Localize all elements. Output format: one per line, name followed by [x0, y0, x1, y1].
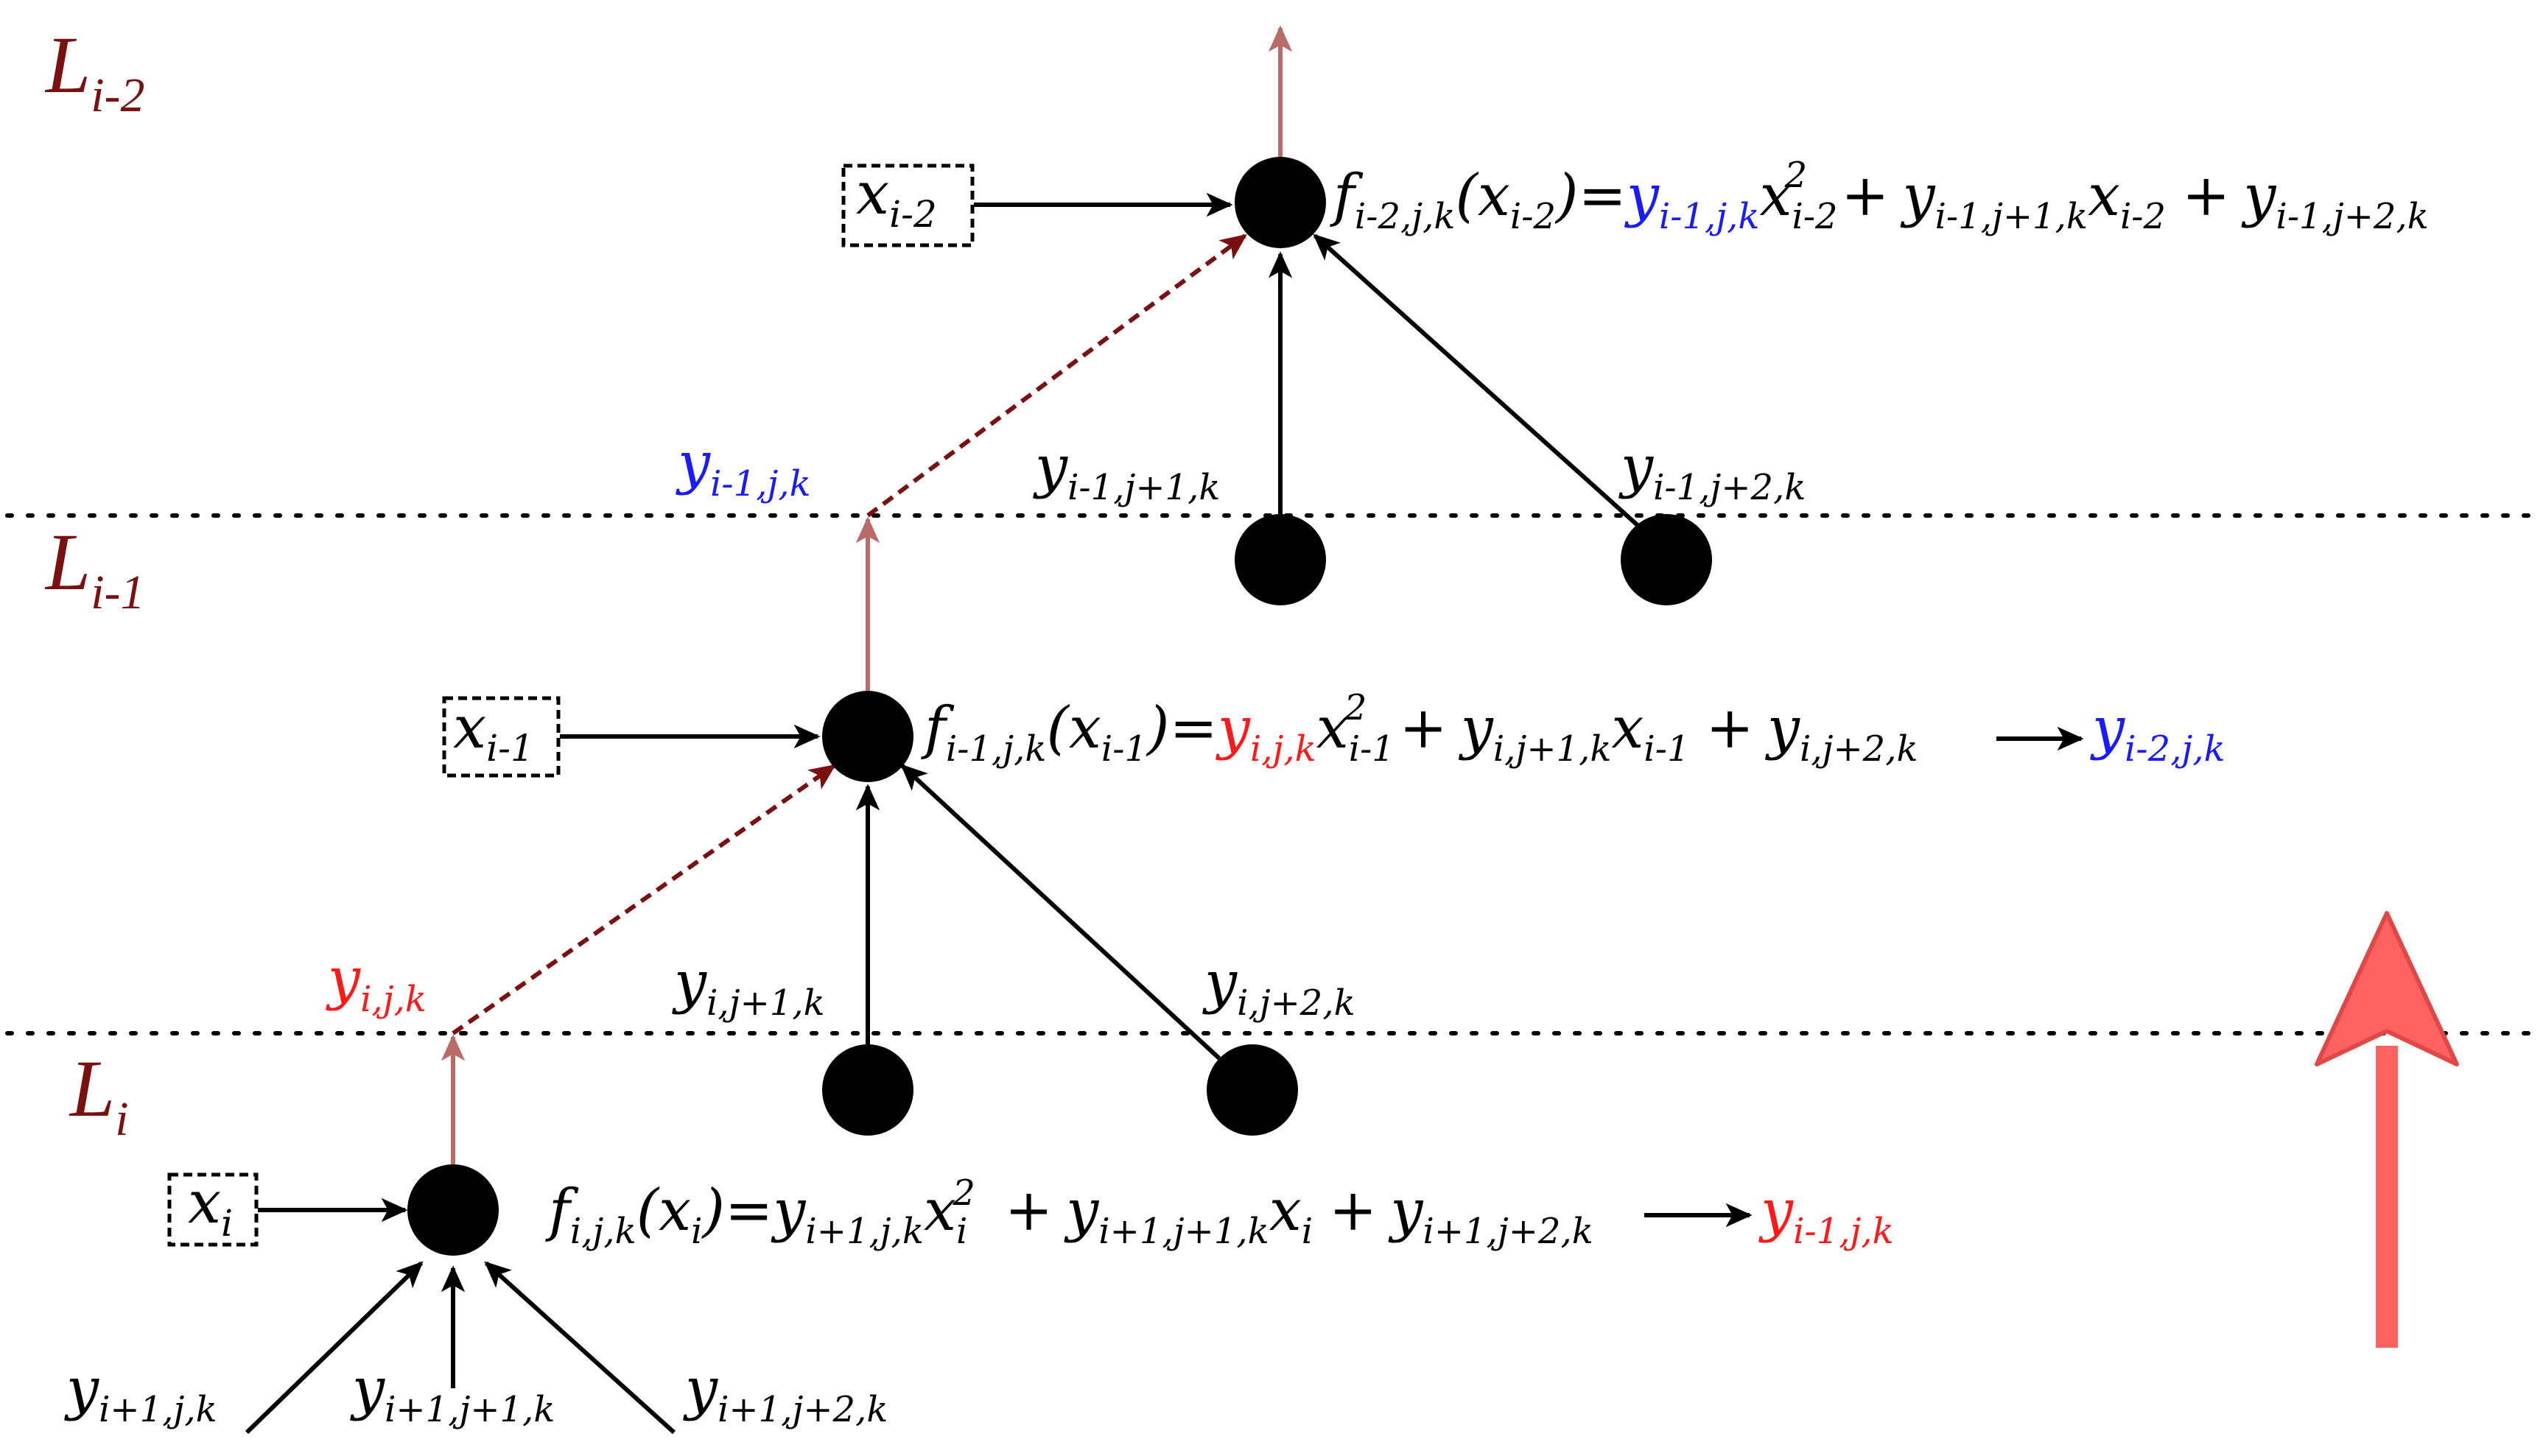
edge-dashed-to-top	[866, 233, 1247, 518]
label-y-ij1k: yi,j+1,k	[672, 949, 825, 1024]
node-top	[1235, 157, 1326, 248]
edge-dashed-to-middle	[452, 764, 836, 1035]
label-y-ij2k: yi,j+2,k	[1202, 949, 1355, 1024]
input-x-i-2: xi-2	[856, 159, 937, 236]
input-box-x-i-2	[841, 163, 975, 247]
level-label-bottom: Li	[69, 1044, 129, 1146]
level-label-top: Li-2	[44, 20, 145, 122]
label-y-i1jk: yi+1,j,k	[64, 1356, 217, 1430]
label-y-i1j2k: yi+1,j+2,k	[683, 1356, 888, 1430]
node-middle	[822, 691, 913, 782]
input-x-i-1: xi-1	[453, 693, 534, 770]
label-y-i1jk-blue: yi-1,j,k	[676, 430, 811, 504]
node-y-i1j2k	[1621, 514, 1712, 605]
level-label-middle: Li-1	[44, 517, 145, 619]
node-y-ij1k	[822, 1044, 913, 1136]
node-bottom	[407, 1164, 499, 1256]
edge-ij2k-to-middle	[900, 764, 1221, 1061]
node-y-i1j1k	[1235, 514, 1326, 605]
edge-bottom-left-input	[245, 1261, 424, 1435]
label-y-i1j1k: yi+1,j+1,k	[350, 1356, 555, 1430]
input-box-x-i-1	[442, 696, 561, 778]
label-y-ijk-red: yi,j,k	[326, 946, 427, 1020]
label-y-i1j2k: yi-1,j+2,k	[1618, 434, 1806, 508]
equation-middle: fi-1,j,k(xi-1)=yi,j,kxi-12+yi,j+1,kxi-1+…	[921, 687, 1918, 770]
input-box-x-i	[167, 1172, 259, 1247]
output-y-i1jk-red: yi-1,j,k	[1758, 1178, 1894, 1252]
equation-bottom: fi,j,k(xi)=yi+1,j,kxi2+yi+1,j+1,kxi+yi+1…	[545, 1172, 1593, 1252]
output-y-i2jk-blue: yi-2,j,k	[2090, 695, 2225, 770]
equation-top: fi-2,j,k(xi-2)=yi-1,j,kxi-22+yi-1,j+1,kx…	[1330, 155, 2429, 237]
label-y-i1j1k: yi-1,j+1,k	[1033, 434, 1220, 508]
edge-i1j2k-to-top	[1313, 233, 1641, 529]
big-direction-arrow	[2315, 911, 2459, 1348]
node-y-ij2k	[1207, 1044, 1298, 1136]
edge-bottom-right-input	[484, 1261, 676, 1435]
input-x-i: xi	[188, 1168, 233, 1245]
